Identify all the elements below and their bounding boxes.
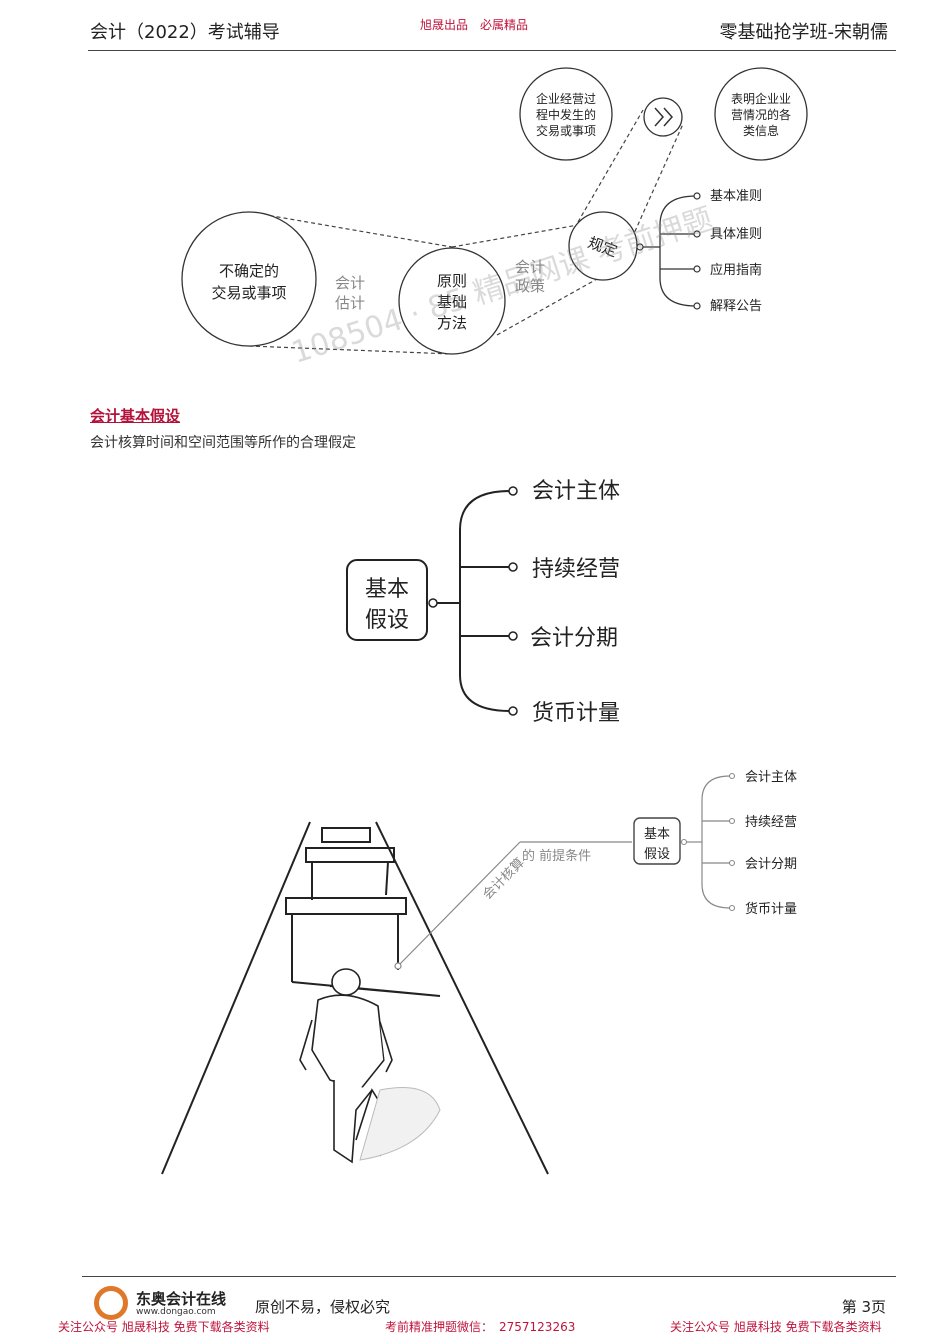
business-info-line-1: 表明企业业 — [731, 91, 791, 106]
promo-left: 关注公众号 旭晟科技 免费下载各类资料 — [58, 1320, 270, 1334]
accounting-estimate-label-2: 估计 — [335, 294, 365, 312]
hurdle-drawings — [285, 827, 441, 997]
principle-basis-method-circle — [398, 247, 506, 355]
uncertain-transaction-line-1: 不确定的 — [219, 262, 279, 280]
promo-middle: 考前精准押题微信： 2757123263 — [385, 1320, 576, 1334]
principle-line-1: 原则 — [437, 272, 467, 290]
page-number: 第 3页 — [841, 1298, 886, 1316]
caption-accounting-core: 会计核算 — [480, 855, 527, 902]
business-info-line-3: 类信息 — [743, 123, 779, 138]
double-chevron-right-icon — [654, 107, 674, 127]
section-title: 会计基本假设 — [90, 407, 181, 425]
runner-shadow — [359, 1087, 441, 1161]
runner-figure — [299, 968, 393, 1164]
accounting-estimate-label-1: 会计 — [335, 274, 365, 292]
assumption-monetary-measurement: 货币计量 — [532, 701, 620, 726]
dongao-logo-icon — [94, 1286, 128, 1320]
branch-basic-standard: 基本准则 — [710, 189, 762, 204]
mini-accounting-entity: 会计主体 — [745, 770, 797, 785]
footer-divider — [82, 1276, 896, 1277]
basic-assumption-mindmap: 基本 假设 会计主体 持续经营 会计分期 货币计量 — [346, 479, 620, 726]
branch-specific-standard: 具体准则 — [710, 227, 762, 242]
logo-url: www.dongao.com — [136, 1307, 216, 1317]
mini-accounting-period: 会计分期 — [745, 857, 797, 872]
accounting-policy-diagram: 企业经营过 程中发生的 交易或事项 表明企业业 营情况的各 类信息 不确定的 交… — [181, 67, 808, 355]
caption-prerequisite: 的 前提条件 — [522, 848, 591, 864]
assumption-going-concern: 持续经营 — [532, 557, 620, 582]
header-divider — [88, 50, 896, 51]
section-description: 会计核算时间和空间范围等所作的合理假定 — [90, 435, 356, 451]
mini-assumption-root-box — [633, 817, 681, 865]
mini-root-line-2: 假设 — [644, 847, 670, 862]
uncertain-transaction-line-2: 交易或事项 — [211, 284, 286, 302]
header-course-title: 会计（2022）考试辅导 — [90, 22, 280, 43]
mini-going-concern: 持续经营 — [745, 815, 797, 830]
mini-root-line-1: 基本 — [644, 827, 670, 842]
principle-line-2: 基础 — [437, 293, 467, 311]
business-transaction-line-2: 程中发生的 — [536, 107, 596, 122]
uncertain-transaction-circle — [181, 211, 317, 347]
business-transaction-circle — [519, 67, 613, 161]
header-brand-slogan: 旭晟出品 必属精品 — [420, 18, 529, 32]
assumption-root-box — [346, 559, 428, 641]
assumption-accounting-period: 会计分期 — [530, 626, 618, 651]
mini-monetary-measurement: 货币计量 — [745, 901, 797, 917]
assumption-accounting-entity: 会计主体 — [532, 479, 620, 504]
starting-line-illustration: 会计核算 的 前提条件 基本 假设 会计主体 持续经营 会计分期 货币计量 — [161, 770, 797, 1175]
logo-name: 东奥会计在线 — [136, 1290, 227, 1308]
business-info-line-2: 营情况的各 — [731, 107, 791, 122]
assumption-root-line-2: 假设 — [365, 608, 409, 633]
accounting-policy-label-2: 政策 — [515, 277, 545, 295]
branch-application-guide: 应用指南 — [710, 262, 762, 278]
business-info-circle — [714, 67, 808, 161]
branch-interpretation: 解释公告 — [710, 299, 762, 314]
header-class-name: 零基础抢学班-宋朝儒 — [719, 22, 889, 43]
footer-copyright: 原创不易，侵权必究 — [255, 1298, 391, 1316]
business-transaction-line-1: 企业经营过 — [536, 91, 596, 106]
principle-line-3: 方法 — [437, 314, 467, 332]
assumption-root-line-1: 基本 — [365, 577, 409, 602]
promo-right: 关注公众号 旭晟科技 免费下载各类资料 — [670, 1320, 882, 1334]
accounting-policy-label-1: 会计 — [515, 258, 545, 276]
business-transaction-line-3: 交易或事项 — [536, 123, 596, 138]
